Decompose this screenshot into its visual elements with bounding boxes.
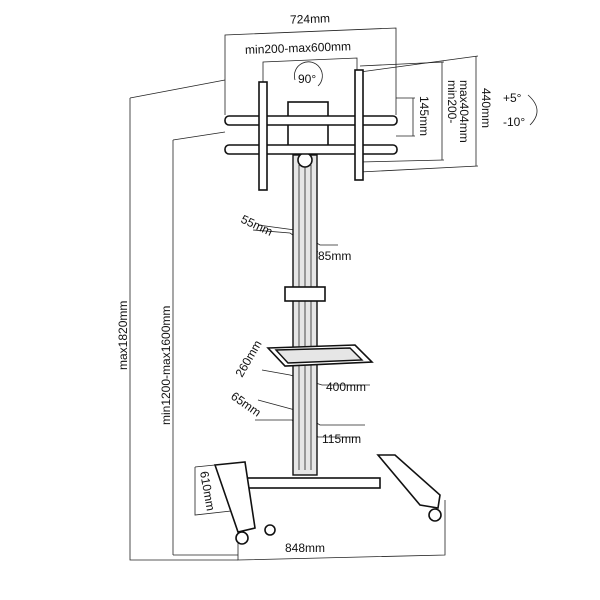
label-pole-depth: 55mm [239,212,275,239]
label-bracket-height: 440mm [479,88,493,128]
shelf [266,344,374,367]
label-max-height: max1820mm [116,301,130,370]
rotate-arrow-icon [294,61,323,87]
label-base-depth: 610mm [197,470,218,512]
label-base-width: 848mm [285,541,325,555]
label-vesa-vertical-1: min200- [445,80,459,123]
label-shelf-width: 400mm [326,380,366,394]
base [213,454,442,545]
label-tilt-down: -10° [503,115,525,129]
wheel-icon [264,524,276,536]
label-vesa-horizontal: min200-max600mm [245,39,351,57]
wheel-icon [428,508,442,522]
mount-bracket [224,61,398,191]
label-shelf-depth: 260mm [232,338,264,380]
label-rotation: 90° [298,72,316,86]
label-pole-width: 85mm [318,249,351,263]
label-lower-pole-depth: 65mm [228,389,263,420]
label-height-range: min1200-max1600mm [159,306,173,425]
pole [284,152,326,476]
label-overall-width: 724mm [290,11,330,26]
label-vesa-vertical-2: max404mm [457,80,471,143]
wheel-icon [235,531,249,545]
label-lower-pole-width: 115mm [322,432,361,446]
label-tilt-up: +5° [503,91,522,105]
label-bar-spacing: 145mm [417,96,431,136]
